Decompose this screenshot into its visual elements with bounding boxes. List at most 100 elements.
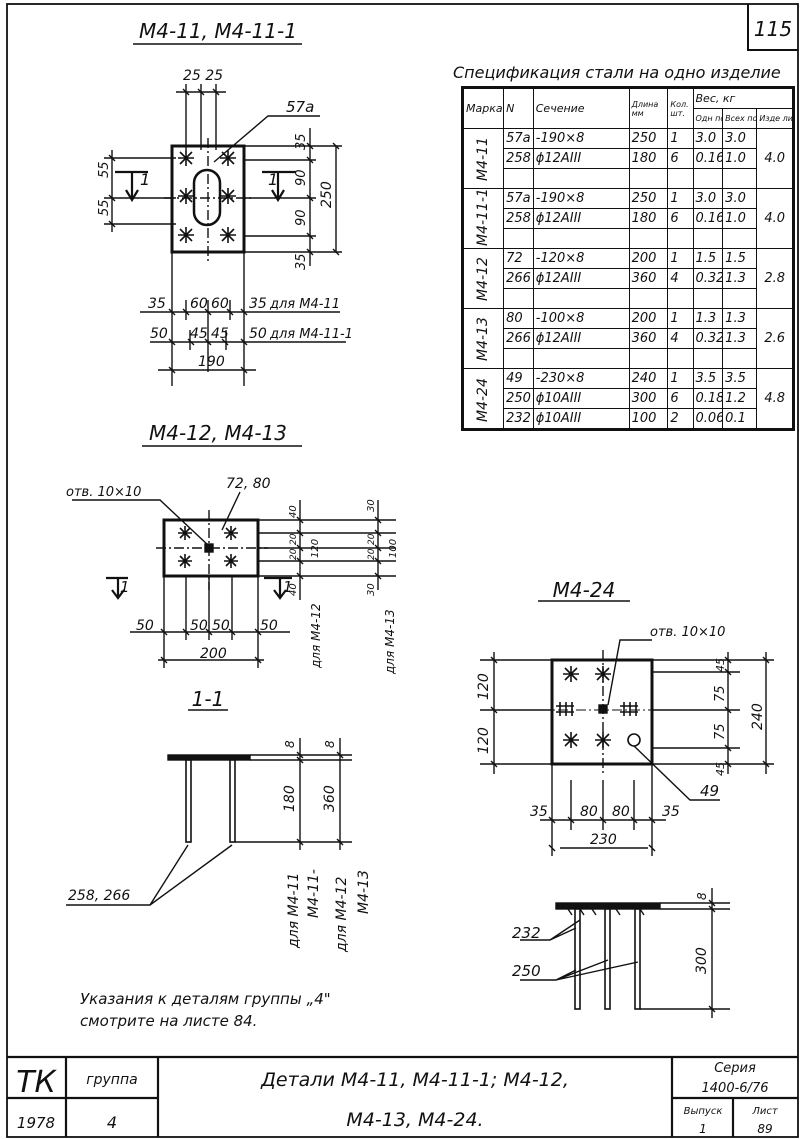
spec-qty: 2 xyxy=(667,408,694,430)
d1-callout: 57а xyxy=(286,98,314,116)
spec-mark: M4-13 xyxy=(462,308,504,369)
spec-weight-all: 1.2 xyxy=(722,388,758,409)
spec-weight-one: 0.16 xyxy=(692,208,724,229)
spec-length: 300 xyxy=(628,388,669,409)
spec-row xyxy=(463,228,794,249)
spec-row xyxy=(463,348,794,369)
detail-section-1-1 xyxy=(66,709,352,906)
spec-section: -230×8 xyxy=(532,368,630,389)
spec-section: ϕ10AIII xyxy=(532,408,630,430)
note-line-2: смотрите на листе 84. xyxy=(80,1012,257,1030)
detail-m4-11-plan xyxy=(104,43,346,386)
d1-right-4: 35 xyxy=(294,253,309,270)
d3-note-a: для M4-11 xyxy=(286,873,302,949)
spec-qty xyxy=(667,348,694,369)
d1-row2-b: 45 xyxy=(190,326,208,342)
spec-h-n: N xyxy=(503,87,534,129)
spec-weight-one: 0.18 xyxy=(692,388,724,409)
spec-h-w-all: Всех поз xyxy=(722,108,758,129)
spec-length xyxy=(628,228,669,249)
spec-length xyxy=(628,288,669,309)
spec-pos xyxy=(503,228,534,249)
d3-plate-2: 8 xyxy=(323,740,337,748)
tb-issue: 1 xyxy=(699,1122,707,1136)
spec-weight-one: 0.32 xyxy=(692,268,724,289)
detail-m4-24-elevation xyxy=(520,888,730,1018)
d2-cut-right: 1 xyxy=(283,578,293,596)
d2-right-a-note: для M4-12 xyxy=(309,603,323,669)
d4-right-3: 75 xyxy=(713,723,728,740)
spec-h-w-one: Одн поз xyxy=(692,108,724,129)
spec-row xyxy=(463,168,794,189)
spec-pos: 250 xyxy=(503,388,534,409)
d1-cut-left: 1 xyxy=(140,170,150,189)
spec-pos: 266 xyxy=(503,268,534,289)
d5-height: 300 xyxy=(694,947,710,974)
spec-length: 240 xyxy=(628,368,669,389)
spec-pos: 232 xyxy=(503,408,534,430)
spec-weight-one: 3.0 xyxy=(692,188,724,209)
spec-weight-one xyxy=(692,168,724,189)
detail-m4-24-plan xyxy=(480,600,774,856)
spec-weight-one: 3.5 xyxy=(692,368,724,389)
d2-cut-left: 1 xyxy=(120,578,130,596)
d1-side-1: 55 xyxy=(97,161,112,178)
spec-section: -190×8 xyxy=(532,188,630,209)
title-m4-11: M4-11, M4-11-1 xyxy=(139,19,297,43)
spec-qty: 6 xyxy=(667,208,694,229)
tb-title-1: Детали M4-11, M4-11-1; M4-12, xyxy=(260,1069,569,1091)
spec-weight-one: 0.06 xyxy=(692,408,724,430)
spec-mark: M4-11 xyxy=(462,128,504,189)
spec-weight-all: 1.3 xyxy=(722,328,758,349)
spec-mark: M4-11-1 xyxy=(462,188,504,249)
spec-weight-one xyxy=(692,228,724,249)
spec-section: ϕ12AIII xyxy=(532,208,630,229)
detail-m4-12-plan xyxy=(72,445,396,668)
d3-h1: 180 xyxy=(282,785,298,812)
d5-callout-232: 232 xyxy=(512,924,541,942)
spec-length: 250 xyxy=(628,128,669,149)
d3-note-c: для M4-12 xyxy=(334,877,350,953)
d4-right-2: 75 xyxy=(713,685,728,702)
spec-weight-all xyxy=(722,288,758,309)
d4-hole: отв. 10×10 xyxy=(650,625,725,640)
spec-mark: M4-12 xyxy=(462,248,504,309)
tb-series: 1400-6/76 xyxy=(702,1081,769,1096)
spec-weight-one: 0.32 xyxy=(692,328,724,349)
spec-section: ϕ12AIII xyxy=(532,328,630,349)
d2-right-b-1: 30 xyxy=(366,499,377,512)
spec-qty: 6 xyxy=(667,388,694,409)
spec-section xyxy=(532,348,630,369)
d1-right-2: 90 xyxy=(294,169,309,186)
spec-h-mark: Марка xyxy=(461,87,505,129)
sheet-number: 115 xyxy=(754,17,792,41)
spec-length: 360 xyxy=(628,328,669,349)
d1-row1-b: 60 xyxy=(190,296,208,312)
title-block xyxy=(7,1055,798,1137)
d1-row2-note: для M4-11-1 xyxy=(269,327,353,342)
spec-pos: 72 xyxy=(503,248,534,269)
d4-left-2: 120 xyxy=(476,727,492,754)
spec-length: 100 xyxy=(628,408,669,430)
spec-pos: 258 xyxy=(503,208,534,229)
spec-pos: 57а xyxy=(503,188,534,209)
spec-pos: 258 xyxy=(503,148,534,169)
note-line-1: Указания к деталям группы „4" xyxy=(80,990,331,1008)
spec-pos: 266 xyxy=(503,328,534,349)
d2-right-b-5: 30 xyxy=(366,583,377,596)
d1-row2-c: 45 xyxy=(211,326,229,342)
d1-top-dims: 25 25 xyxy=(183,68,223,84)
d1-row2-d: 50 xyxy=(249,326,267,342)
d2-right-b-3: 20 xyxy=(367,548,377,560)
title-m4-24: M4-24 xyxy=(553,578,616,602)
title-section: 1-1 xyxy=(192,687,225,711)
d4-right-1: 45 xyxy=(714,658,727,672)
